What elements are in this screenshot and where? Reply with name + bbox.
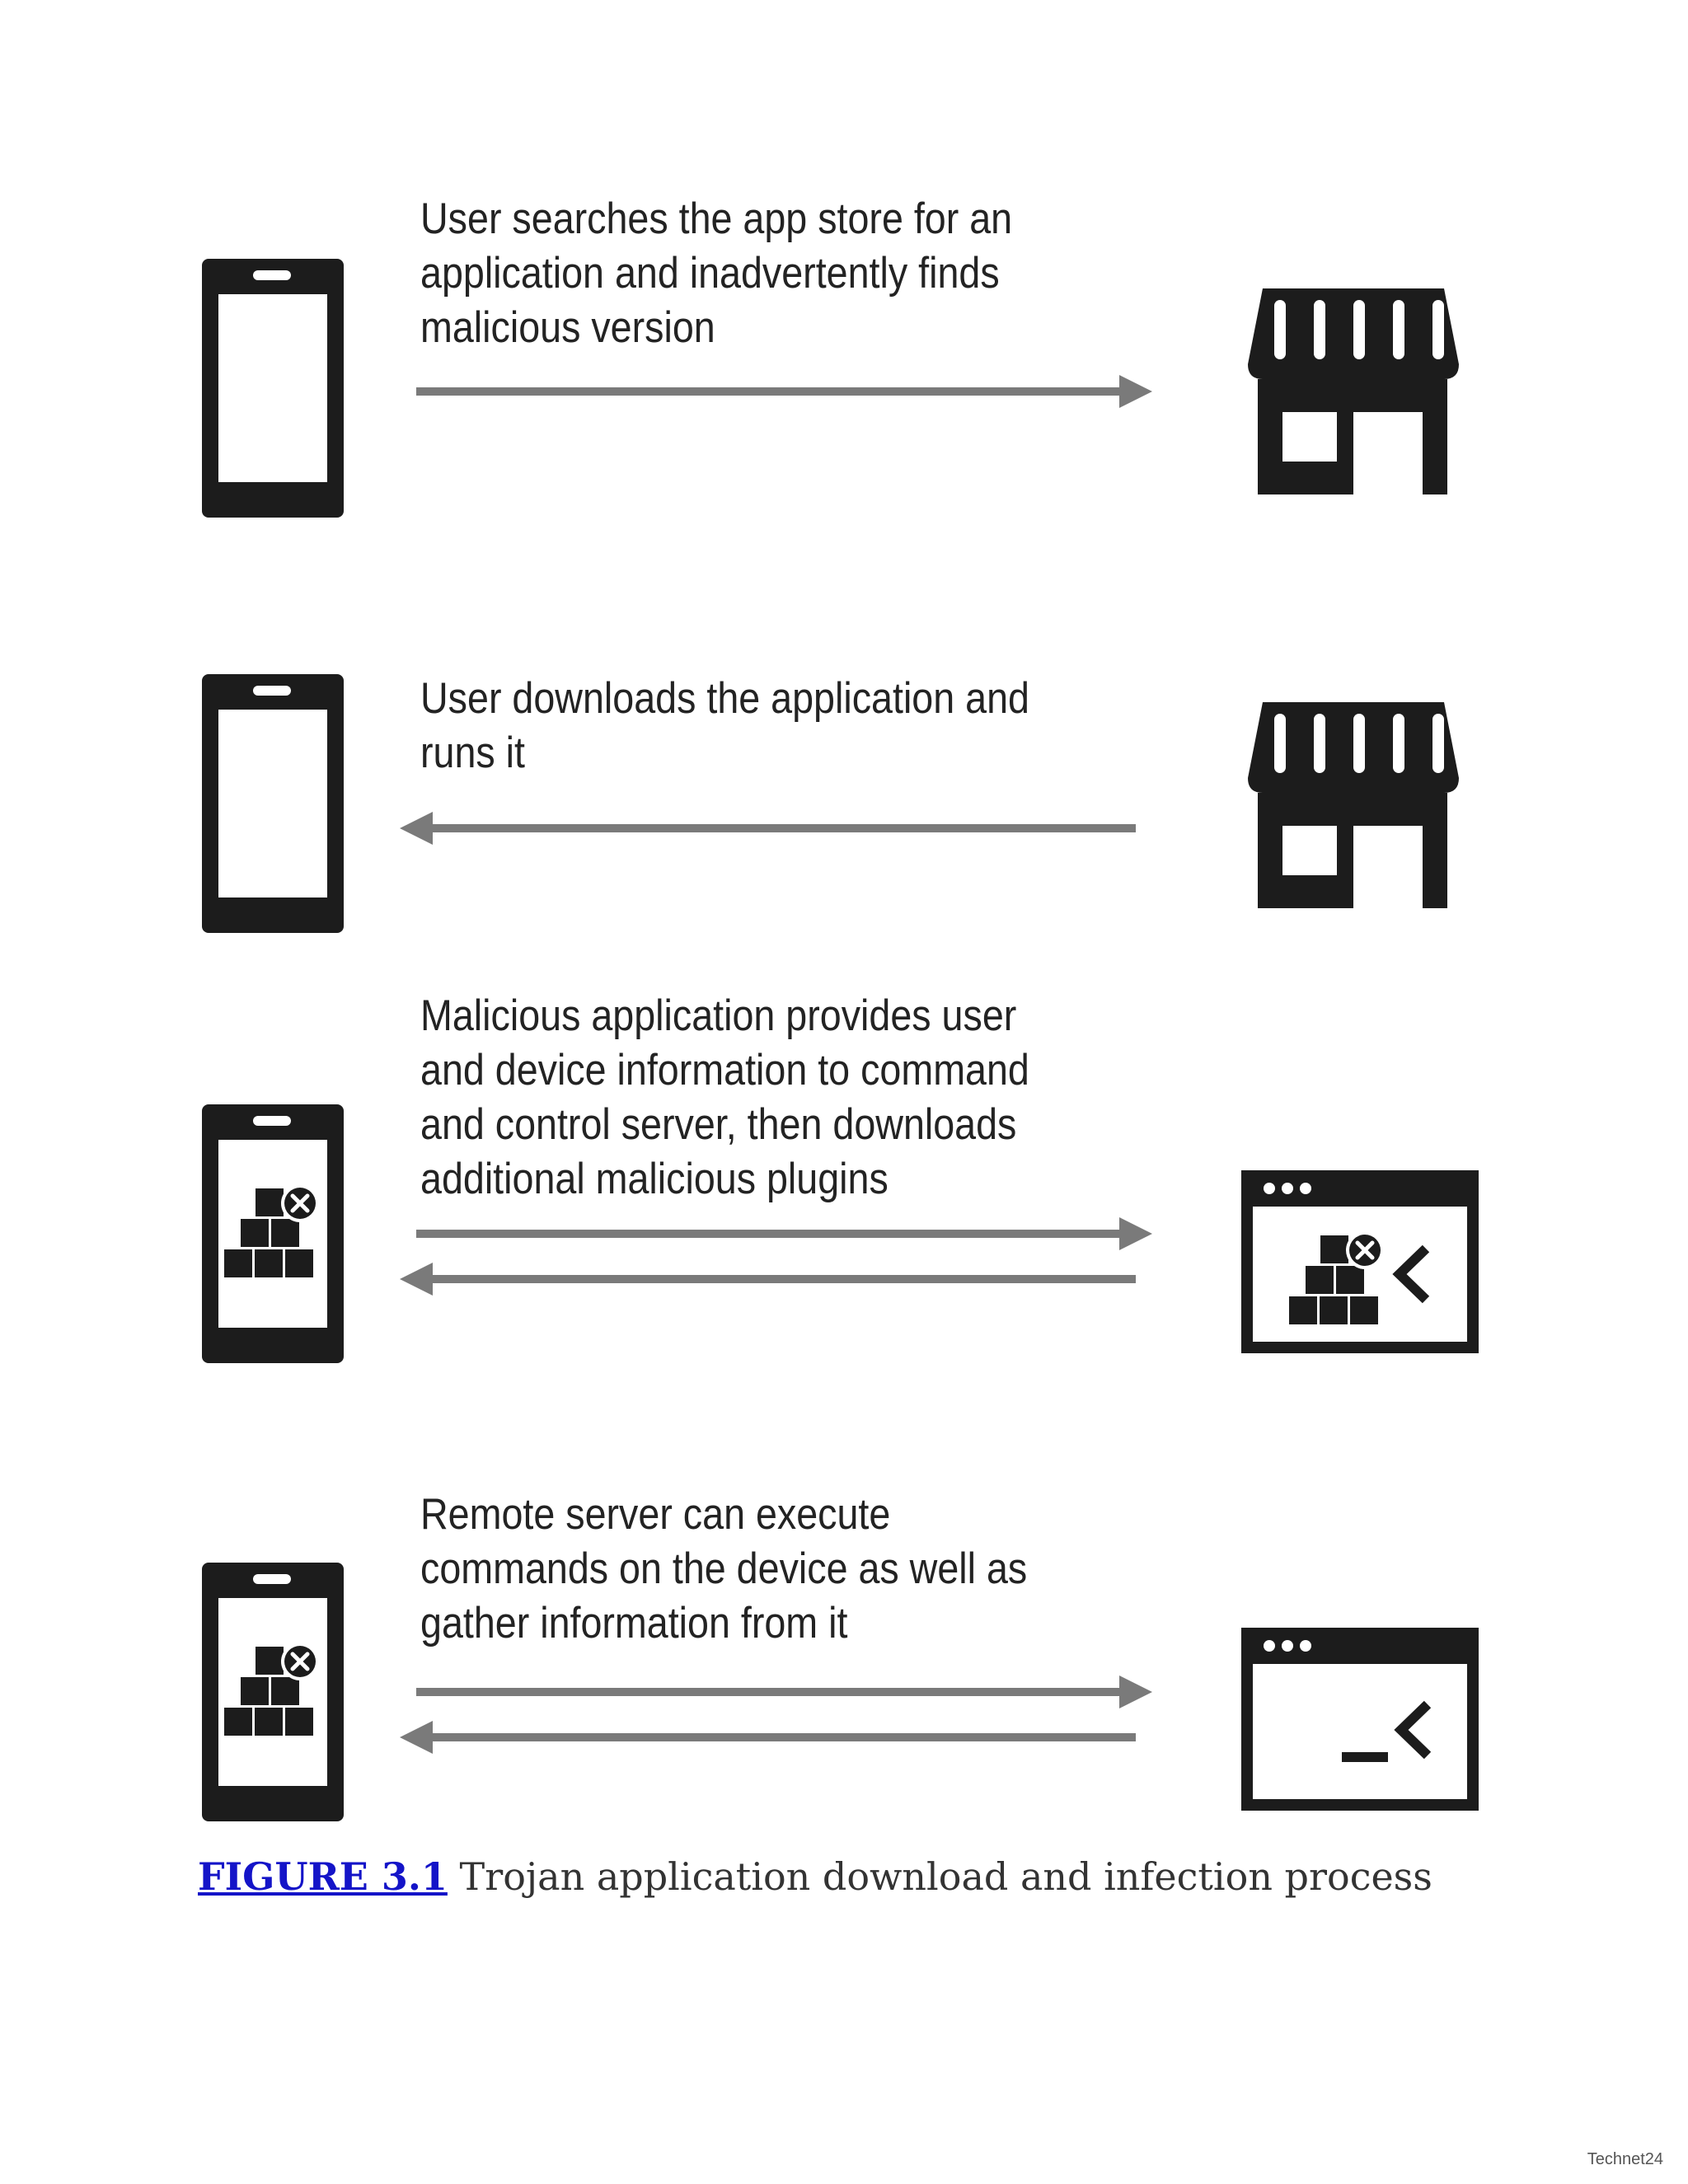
text-line: Malicious application provides user: [420, 991, 1017, 1040]
phone-icon: [202, 674, 344, 933]
text-line: application and inadvertently finds: [420, 249, 1000, 298]
step-2-description: User downloads the application and runs …: [420, 672, 1058, 780]
figure-link[interactable]: FIGURE 3.1: [198, 1854, 448, 1899]
text-line: User downloads the application and: [420, 674, 1029, 723]
text-line: commands on the device as well as: [420, 1544, 1028, 1593]
figure-caption: FIGURE 3.1 Trojan application download a…: [198, 1854, 1432, 1899]
text-line: and control server, then downloads: [420, 1100, 1017, 1149]
step-1-description: User searches the app store for an appli…: [420, 192, 1058, 355]
text-line: and device information to command: [420, 1046, 1029, 1094]
step-4-description: Remote server can execute commands on th…: [420, 1488, 1058, 1651]
app-store-icon: [1248, 288, 1459, 494]
app-store-icon: [1248, 702, 1459, 908]
terminal-window-icon: [1241, 1628, 1479, 1811]
cursor-underscore-icon: [1342, 1752, 1388, 1762]
step-3-description: Malicious application provides user and …: [420, 989, 1058, 1207]
text-line: gather information from it: [420, 1599, 848, 1647]
text-line: runs it: [420, 729, 526, 777]
text-line: User searches the app store for an: [420, 194, 1013, 243]
text-line: malicious version: [420, 303, 715, 352]
prompt-chevron-icon: [1392, 1244, 1430, 1304]
phone-icon: [202, 259, 344, 518]
caption-text: Trojan application download and infectio…: [447, 1854, 1432, 1899]
footer-watermark: Technet24: [1587, 2150, 1663, 2168]
prompt-chevron-icon: [1394, 1700, 1432, 1760]
text-line: Remote server can execute: [420, 1490, 891, 1539]
text-line: additional malicious plugins: [420, 1155, 889, 1203]
